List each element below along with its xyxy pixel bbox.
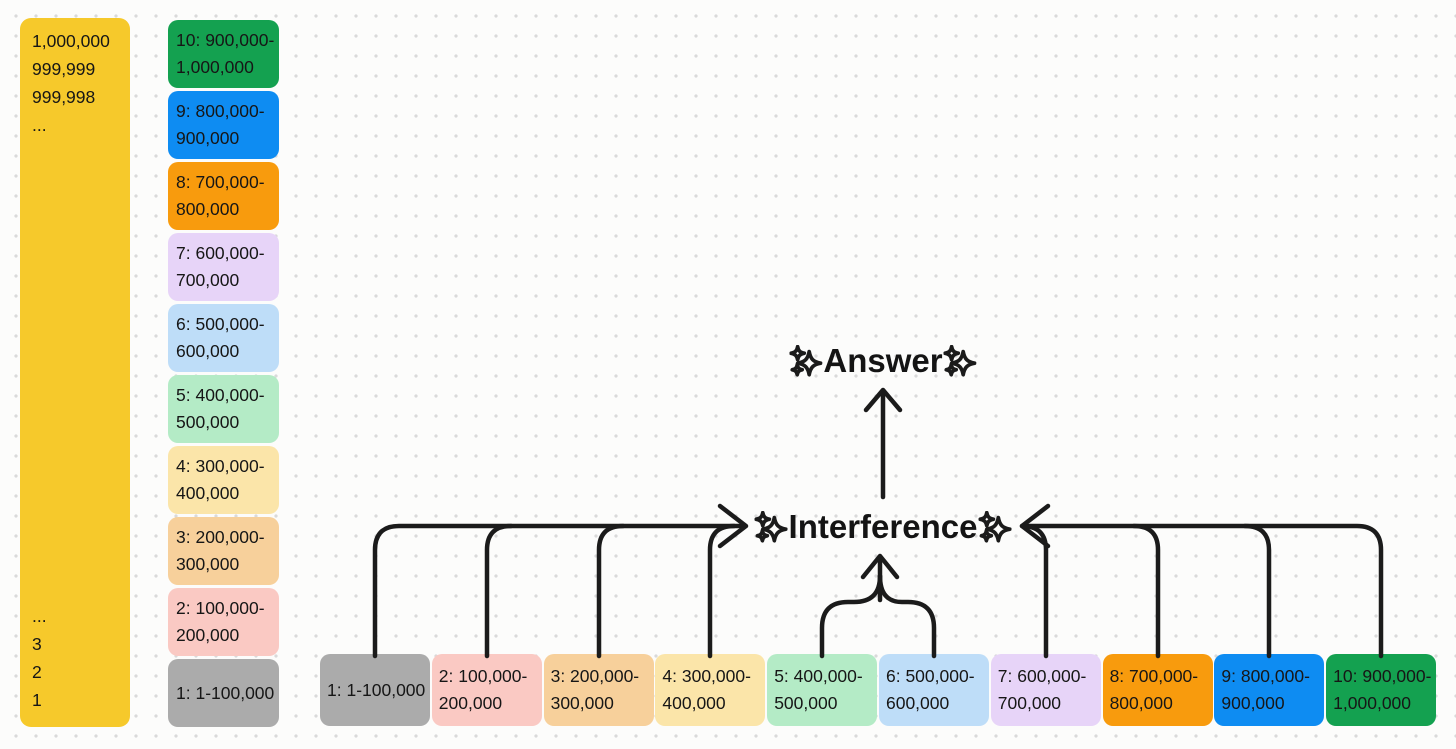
- value-line: ...: [32, 115, 47, 135]
- answer-label: Answer: [789, 342, 976, 380]
- value-line: 999,998: [32, 87, 96, 107]
- row-box-8: 8: 700,000- 800,000: [1102, 654, 1213, 726]
- range-bottom-values: ... 3 2 1: [32, 602, 124, 714]
- arrow-from-box-4: [707, 523, 737, 659]
- arrowhead-answer-up: [863, 387, 903, 413]
- sparkles-icon: [755, 511, 788, 544]
- stack-box-7: 7: 600,000- 700,000: [168, 233, 279, 301]
- stack-box-3: 3: 200,000- 300,000: [168, 517, 279, 585]
- arrow-merge-from-box-5: [819, 573, 883, 659]
- stack-box-5: 5: 400,000- 500,000: [168, 375, 279, 443]
- row-box-7: 7: 600,000- 700,000: [990, 654, 1101, 726]
- stack-box-9: 9: 800,000- 900,000: [168, 91, 279, 159]
- row-box-5: 5: 400,000- 500,000: [767, 654, 878, 726]
- row-box-6: 6: 500,000- 600,000: [878, 654, 989, 726]
- stack-box-2: 2: 100,000- 200,000: [168, 588, 279, 656]
- sparkles-icon: [789, 345, 822, 378]
- value-line: 1,000,000: [32, 31, 110, 51]
- arrowhead-left-collector: [717, 503, 749, 549]
- full-number-range-column: 1,000,000 999,999 999,998 ... ... 3 2 1: [20, 18, 130, 727]
- arrow-from-box-3: [596, 523, 626, 659]
- row-box-4: 4: 300,000- 400,000: [655, 654, 766, 726]
- chunk-row: 1: 1-100,000 2: 100,000- 200,000 3: 200,…: [320, 654, 1437, 726]
- stack-box-6: 6: 500,000- 600,000: [168, 304, 279, 372]
- row-box-3: 3: 200,000- 300,000: [543, 654, 654, 726]
- value-line: 999,999: [32, 59, 96, 79]
- chunk-stack-column: 10: 900,000- 1,000,000 9: 800,000- 900,0…: [168, 20, 279, 727]
- interference-label: Interference: [755, 508, 1012, 546]
- stack-box-10: 10: 900,000- 1,000,000: [168, 20, 279, 88]
- sparkles-icon: [978, 511, 1011, 544]
- arrow-from-box-7: [1019, 523, 1049, 659]
- arrow-from-box-1-collector: [372, 523, 745, 659]
- value-line: ...: [32, 606, 47, 626]
- interference-text: Interference: [788, 508, 978, 545]
- arrow-from-box-9: [1242, 523, 1272, 659]
- row-box-2: 2: 100,000- 200,000: [431, 654, 542, 726]
- row-box-9: 9: 800,000- 900,000: [1214, 654, 1325, 726]
- row-box-10: 10: 900,000- 1,000,000: [1326, 654, 1437, 726]
- answer-text: Answer: [823, 342, 943, 379]
- arrow-from-box-10-collector: [1023, 523, 1384, 659]
- arrowhead-merge-up: [860, 553, 900, 580]
- value-line: 2: [32, 662, 42, 682]
- value-line: 1: [32, 690, 42, 710]
- arrow-from-box-8: [1131, 523, 1161, 659]
- value-line: 3: [32, 634, 42, 654]
- row-box-1: 1: 1-100,000: [320, 654, 430, 726]
- arrow-merge-from-box-6: [877, 573, 937, 659]
- arrowhead-right-collector: [1019, 503, 1051, 549]
- stack-box-8: 8: 700,000- 800,000: [168, 162, 279, 230]
- sparkles-icon: [944, 345, 977, 378]
- arrow-from-box-2: [484, 523, 514, 659]
- stack-box-1: 1: 1-100,000: [168, 659, 279, 727]
- range-top-values: 1,000,000 999,999 999,998 ...: [32, 27, 124, 139]
- stack-box-4: 4: 300,000- 400,000: [168, 446, 279, 514]
